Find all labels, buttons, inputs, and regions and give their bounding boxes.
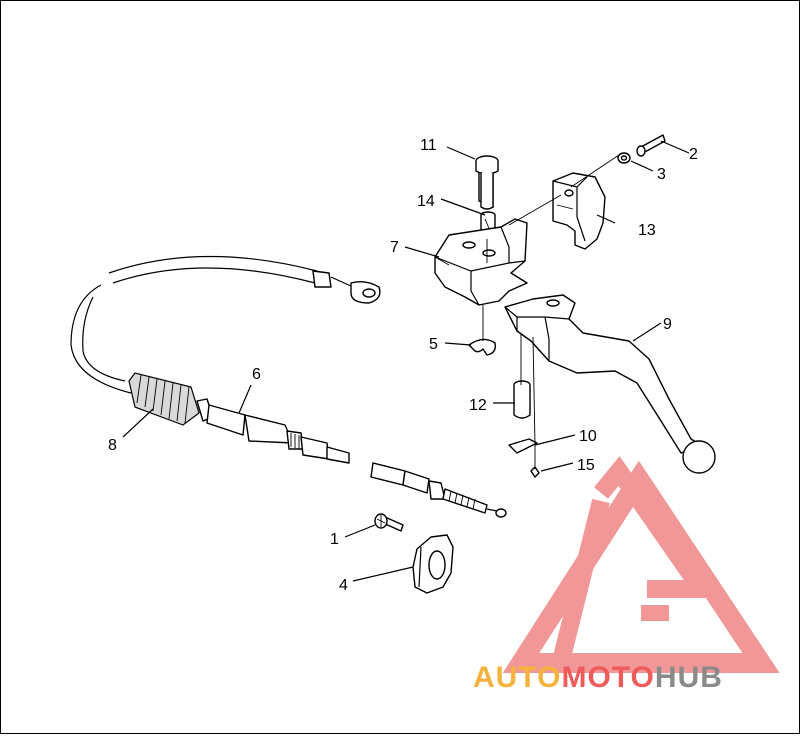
callout-14: 14: [417, 193, 435, 210]
callout-labels: 11 2 3 14 13 7 9 5 6 12 10 8 15 1 4: [108, 137, 698, 594]
callout-15: 15: [577, 457, 595, 474]
callout-1: 1: [330, 531, 339, 548]
callout-9: 9: [663, 316, 672, 333]
callout-8: 8: [108, 437, 117, 454]
callout-2: 2: [689, 146, 698, 163]
callout-3: 3: [657, 166, 666, 183]
part-7-perch-bracket: [434, 218, 528, 306]
watermark-auto: AUTO: [473, 661, 561, 694]
callout-5: 5: [429, 336, 438, 353]
part-10-retainer: [508, 438, 538, 454]
callout-10: 10: [579, 428, 597, 445]
part-12-bushing: [513, 380, 531, 419]
part-3-washer: [617, 152, 631, 164]
leader-lines: [122, 140, 690, 582]
callout-6: 6: [252, 366, 261, 383]
callout-11: 11: [420, 137, 437, 154]
callout-12: 12: [469, 397, 487, 414]
part-15-screw: [530, 466, 540, 478]
watermark-text: AUTOMOTOHUB: [473, 661, 723, 694]
callout-7: 7: [390, 239, 399, 256]
automotohub-logo-icon: [502, 456, 780, 673]
part-5-clip: [468, 338, 497, 356]
callout-13: 13: [638, 222, 656, 239]
alignment-lines: [482, 154, 620, 469]
part-1-screw: [374, 513, 404, 532]
watermark-hub: HUB: [655, 661, 723, 694]
part-8-cable-housing: [70, 255, 381, 426]
part-4-clamp: [412, 534, 454, 594]
part-13-clamp: [552, 172, 606, 250]
part-11-pin: [475, 155, 499, 210]
part-9-lever: [504, 294, 716, 474]
part-2-screw: [636, 134, 666, 157]
cable-inner-end: [370, 462, 507, 518]
part-6-adjuster: [196, 398, 350, 464]
watermark-moto: MOTO: [561, 661, 654, 694]
callout-4: 4: [339, 577, 348, 594]
